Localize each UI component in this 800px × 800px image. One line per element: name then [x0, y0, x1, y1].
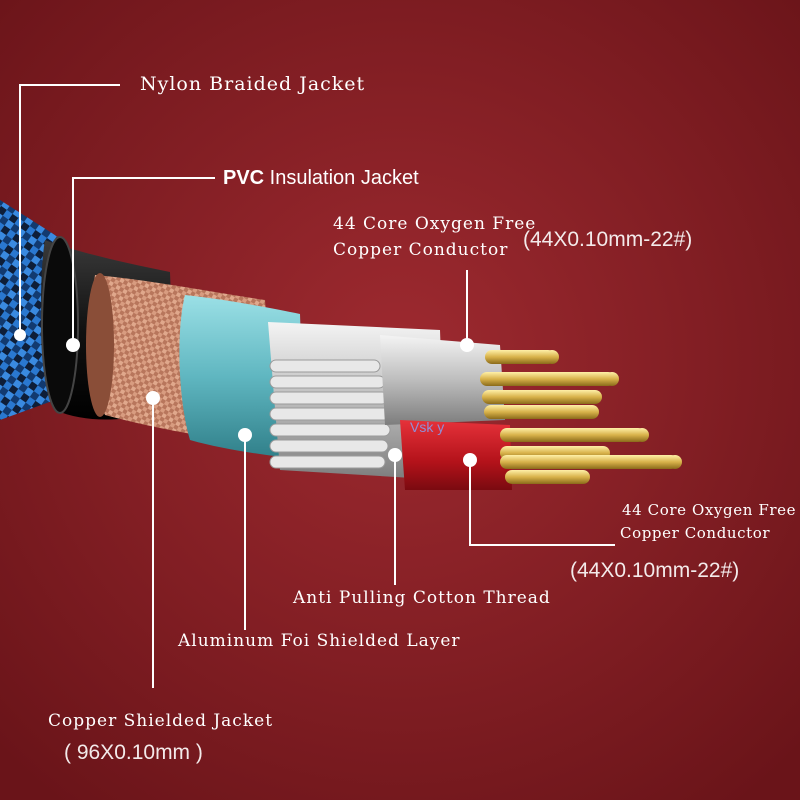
- leader-nylon: [19, 84, 120, 330]
- label-copper-shielded-jacket: Copper Shielded Jacket: [48, 711, 274, 731]
- label-core-lower-line1: 44 Core Oxygen Free: [622, 501, 797, 519]
- leader-lines: [19, 84, 615, 688]
- label-core-lower-spec: (44X0.10mm-22#): [570, 559, 740, 582]
- leader-pvc: [72, 177, 215, 345]
- label-aluminum-foil-shielded-layer: Aluminum Foi Shielded Layer: [178, 631, 461, 651]
- label-core-upper-line2: Copper Conductor: [333, 240, 509, 260]
- label-copper-shielded-spec: ( 96X0.10mm ): [64, 741, 203, 764]
- label-core-upper-line1: 44 Core Oxygen Free: [333, 214, 537, 234]
- watermark: Vsk y: [410, 419, 444, 435]
- label-nylon-braided-jacket: Nylon Braided Jacket: [140, 73, 366, 95]
- label-pvc-bold: PVC: [223, 167, 265, 189]
- label-core-lower-line2: Copper Conductor: [620, 524, 771, 542]
- upper-conductor-sleeve-shape: [380, 335, 505, 425]
- lower-conductor-sleeve-shape: [400, 420, 512, 490]
- leader-core-lower: [469, 460, 615, 546]
- lower-gold-wires-shape: [500, 428, 682, 484]
- label-pvc-insulation-jacket: PVC Insulation Jacket: [223, 168, 419, 188]
- label-pvc-rest: Insulation Jacket: [264, 167, 419, 189]
- label-core-upper-spec: (44X0.10mm-22#): [523, 228, 693, 251]
- upper-gold-wires-shape: [480, 350, 619, 419]
- cotton-threads-shape: [269, 359, 391, 469]
- leader-dots: [14, 329, 477, 467]
- cable-illustration: [0, 200, 682, 490]
- label-anti-pulling-cotton-thread: Anti Pulling Cotton Thread: [293, 588, 551, 608]
